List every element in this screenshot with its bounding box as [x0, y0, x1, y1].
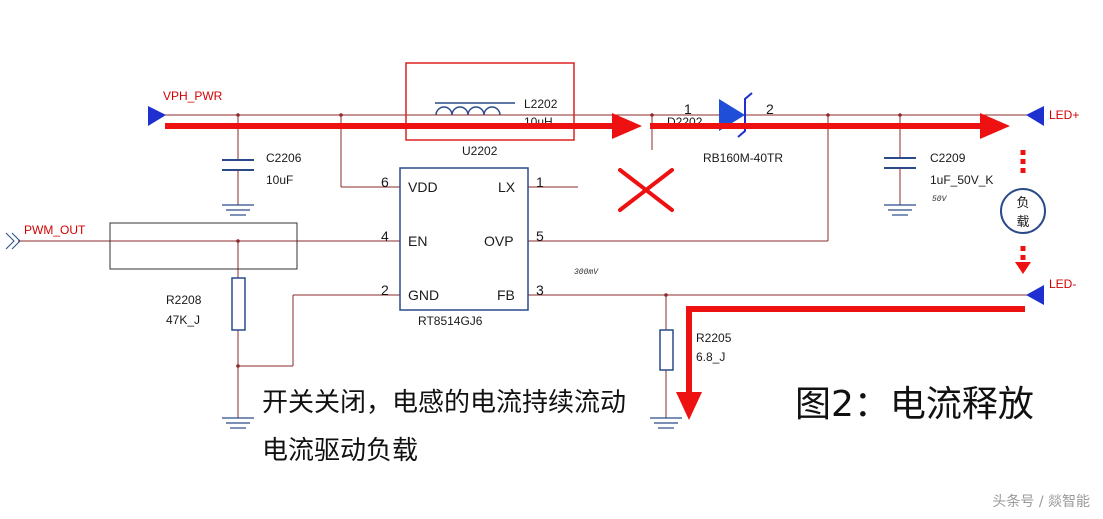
svg-text:6: 6	[381, 174, 389, 190]
svg-text:3: 3	[536, 282, 544, 298]
description-line-2: 电流驱动负载	[262, 436, 418, 466]
svg-text:OVP: OVP	[484, 233, 514, 249]
port-vph-pwr: VPH_PWR	[148, 89, 223, 126]
ground-c2209	[884, 204, 916, 216]
svg-text:2: 2	[381, 282, 389, 298]
load-symbol: 负 载	[1000, 150, 1046, 274]
ground-r2205	[650, 417, 682, 429]
figure-title: 图2：电流释放	[795, 384, 1034, 425]
svg-text:GND: GND	[408, 287, 439, 303]
svg-text:LX: LX	[498, 179, 516, 195]
svg-text:R2205: R2205	[696, 331, 732, 345]
svg-text:VPH_PWR: VPH_PWR	[163, 89, 223, 103]
svg-text:EN: EN	[408, 233, 427, 249]
resistor-r2208: R2208 47K_J	[166, 277, 246, 331]
svg-text:2: 2	[766, 101, 774, 117]
svg-text:5: 5	[536, 228, 544, 244]
svg-text:1: 1	[684, 101, 692, 117]
svg-text:负: 负	[1016, 196, 1029, 211]
fb-voltage-note: 300mV	[574, 268, 599, 277]
junction-dots	[236, 113, 902, 368]
svg-text:RT8514GJ6: RT8514GJ6	[418, 314, 483, 328]
svg-text:C2206: C2206	[266, 151, 302, 165]
svg-text:1: 1	[536, 174, 544, 190]
highlight-box	[405, 62, 575, 141]
wires	[18, 114, 1030, 418]
svg-text:L2202: L2202	[524, 97, 558, 111]
svg-text:4: 4	[381, 228, 389, 244]
watermark: 头条号 / 燚智能	[992, 493, 1090, 510]
switch-off-cross	[618, 168, 674, 212]
svg-text:LED+: LED+	[1049, 108, 1079, 122]
port-pwm-out: PWM_OUT	[5, 223, 86, 250]
capacitor-c2206: C2206 10uF	[222, 151, 302, 205]
svg-text:FB: FB	[497, 287, 515, 303]
port-led-plus: LED+	[1026, 106, 1079, 126]
svg-text:50V: 50V	[932, 195, 948, 204]
svg-text:U2202: U2202	[462, 144, 498, 158]
svg-text:载: 载	[1016, 215, 1029, 230]
pwm-highlight-box	[109, 222, 298, 270]
svg-text:R2208: R2208	[166, 293, 202, 307]
inductor-l2202: L2202 10uH U2202	[405, 62, 575, 158]
current-flow-arrows	[165, 113, 1025, 420]
resistor-r2205: R2205 6.8_J	[659, 329, 732, 371]
ground-r2208	[222, 417, 254, 429]
ground-c2206	[222, 204, 254, 216]
svg-text:6.8_J: 6.8_J	[696, 350, 725, 364]
svg-text:VDD: VDD	[408, 179, 438, 195]
svg-text:47K_J: 47K_J	[166, 313, 200, 327]
capacitor-c2209: C2209 1uF_50V_K 50V	[884, 151, 993, 205]
svg-text:LED-: LED-	[1049, 277, 1076, 291]
description-line-1: 开关关闭，电感的电流持续流动	[262, 388, 626, 418]
svg-text:PWM_OUT: PWM_OUT	[24, 223, 86, 237]
svg-text:C2209: C2209	[930, 151, 966, 165]
svg-text:1uF_50V_K: 1uF_50V_K	[930, 173, 993, 187]
port-led-minus: LED-	[1026, 277, 1076, 305]
ic-rt8514: VDD LX EN OVP GND FB 6 1 4 5 2 3 RT8514G…	[381, 167, 544, 328]
svg-text:RB160M-40TR: RB160M-40TR	[703, 151, 783, 165]
svg-text:10uF: 10uF	[266, 173, 293, 187]
